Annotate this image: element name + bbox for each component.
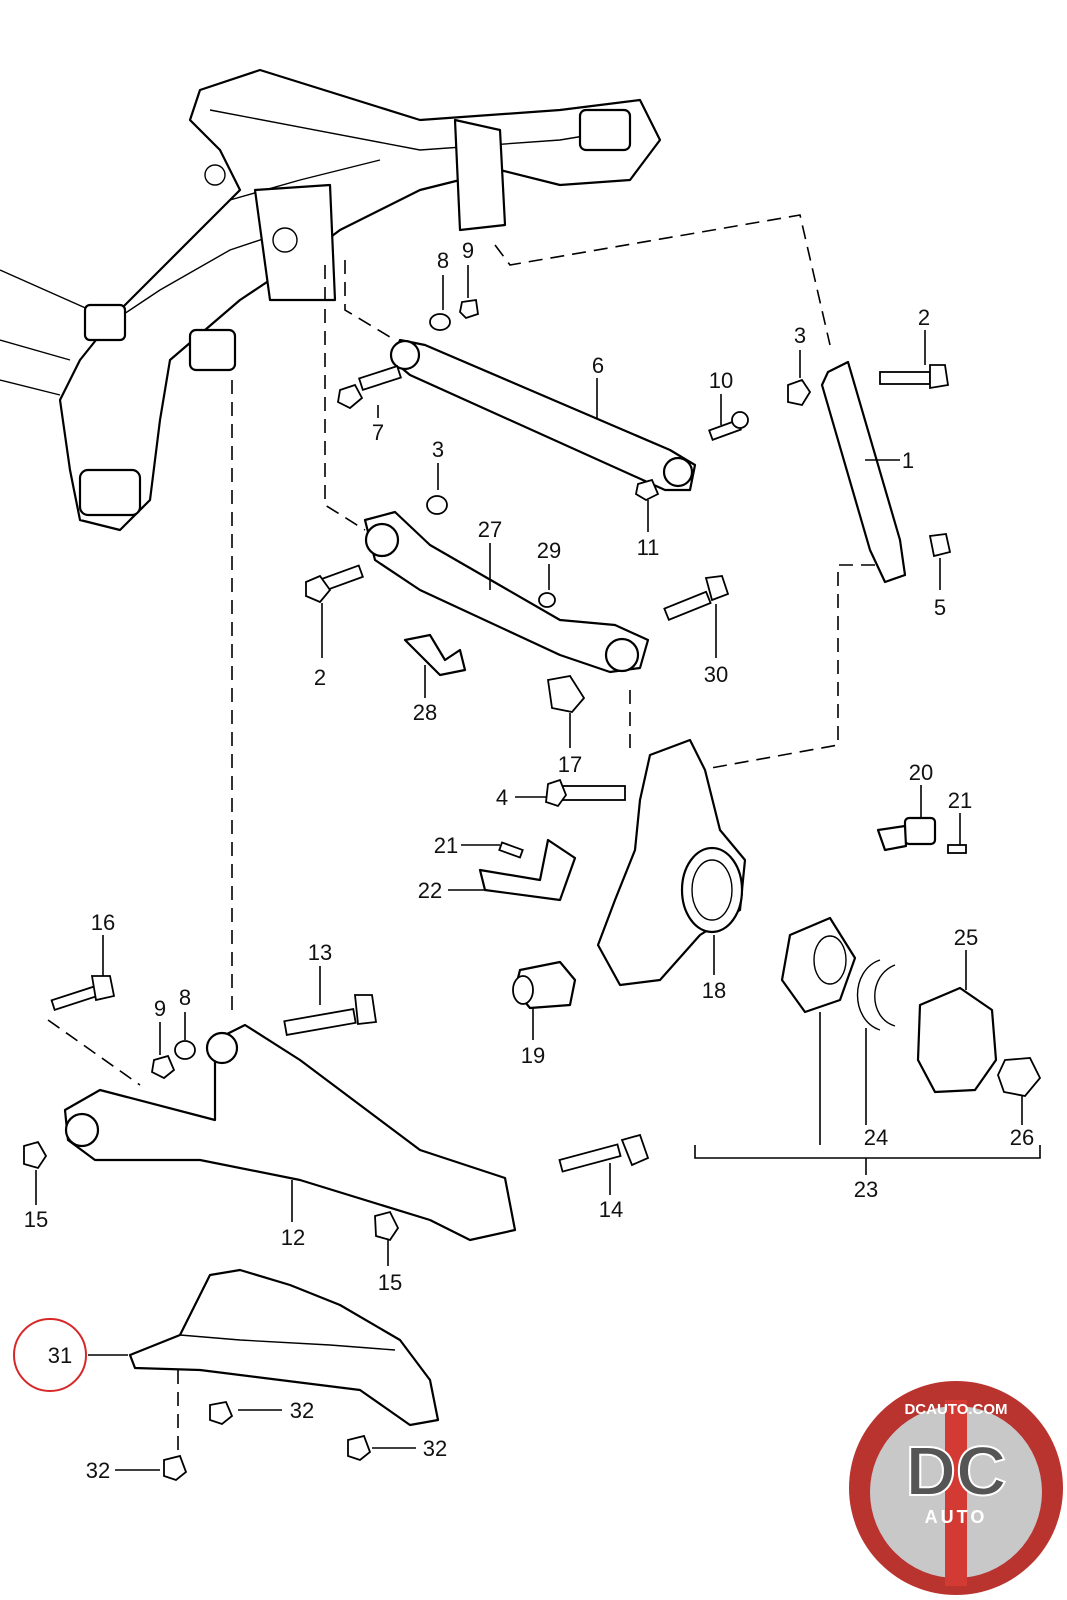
callout-24: 24 [864, 1125, 888, 1150]
callout-3: 3 [432, 437, 444, 462]
callout-19: 19 [521, 1043, 545, 1068]
callout-21: 21 [434, 833, 458, 858]
callout-26: 26 [1010, 1125, 1034, 1150]
leader-lines [35, 265, 1041, 1471]
callout-8: 8 [437, 248, 449, 273]
callout-11: 11 [637, 535, 660, 560]
callout-23: 23 [854, 1177, 878, 1202]
assembly-lines [47, 214, 875, 1455]
callout-17: 17 [558, 752, 582, 777]
callout-2: 2 [314, 665, 326, 690]
callout-31: 31 [48, 1343, 72, 1368]
callout-8: 8 [179, 985, 191, 1010]
callout-32: 32 [423, 1436, 447, 1461]
callout-4: 4 [496, 785, 508, 810]
part-31-cover [128, 1268, 440, 1482]
logo-word: AUTO [925, 1507, 988, 1527]
part-1-toe-link [787, 360, 952, 584]
callout-14: 14 [599, 1197, 623, 1222]
callout-15: 15 [378, 1270, 402, 1295]
callout-27: 27 [478, 517, 502, 542]
highlight-circle-31 [13, 1318, 87, 1392]
callout-22: 22 [418, 878, 442, 903]
callout-2: 2 [918, 305, 930, 330]
callout-28: 28 [413, 700, 437, 725]
rear-subframe [0, 68, 662, 532]
callout-18: 18 [702, 978, 726, 1003]
dcauto-logo: DCAUTO.COM DC AUTO [849, 1381, 1063, 1595]
callout-30: 30 [704, 662, 728, 687]
callout-13: 13 [308, 940, 332, 965]
callout-16: 16 [91, 910, 115, 935]
logo-site-text: DCAUTO.COM [904, 1401, 1007, 1418]
callout-32: 32 [290, 1398, 314, 1423]
callout-9: 9 [462, 238, 474, 263]
part-20-abs-sensor [876, 816, 967, 854]
callout-15: 15 [24, 1207, 48, 1232]
part-18-wheel-carrier [512, 738, 747, 1010]
callout-25: 25 [954, 925, 978, 950]
part-6-upper-link [337, 298, 749, 502]
callout-1: 1 [902, 448, 914, 473]
callout-29: 29 [537, 538, 561, 563]
callout-20: 20 [909, 760, 933, 785]
callout-10: 10 [709, 368, 733, 393]
callout-9: 9 [154, 996, 166, 1021]
callout-6: 6 [592, 353, 604, 378]
callout-3: 3 [794, 323, 806, 348]
callout-12: 12 [281, 1225, 305, 1250]
callout-labels: 1 2 2 3 3 4 5 6 7 8 8 9 9 10 11 12 13 14… [24, 238, 1034, 1483]
callout-21: 21 [948, 788, 972, 813]
logo-mark: DC [905, 1432, 1006, 1510]
part-27-camber-link [305, 495, 730, 713]
callout-32: 32 [86, 1458, 110, 1483]
logo-stripe [945, 1400, 967, 1586]
callout-7: 7 [372, 420, 384, 445]
part-22-bracket [478, 838, 577, 902]
hub-assembly [780, 916, 1042, 1097]
part-12-lower-control-arm [23, 975, 650, 1242]
callout-5: 5 [934, 595, 946, 620]
